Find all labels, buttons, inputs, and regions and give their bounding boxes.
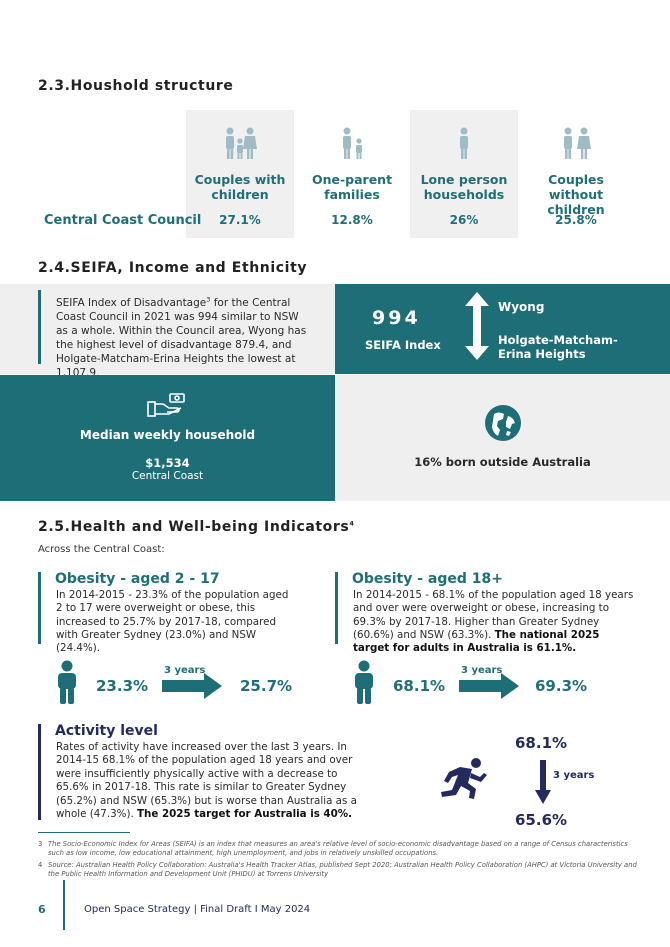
obesity-adult-title: Obesity - aged 18+ — [352, 571, 503, 587]
seifa-heading: 2.4.SEIFA, Income and Ethnicity — [38, 260, 308, 276]
born-overseas-stat: 16% born outside Australia — [414, 455, 591, 469]
income-value: $1,534 — [145, 456, 190, 470]
runner-icon — [440, 757, 488, 805]
obesity-adult-period: 3 years — [461, 665, 503, 676]
seifa-text-part2: for the Central Coast Council in 2021 wa… — [56, 297, 307, 379]
label-line: Lone person — [420, 172, 508, 187]
family-icon — [186, 110, 294, 160]
seifa-index-panel — [335, 284, 670, 374]
household-label: One-parent families — [298, 172, 406, 202]
health-heading-text: 2.5.Health and Well-being Indicators — [38, 519, 350, 535]
label-line: children — [547, 202, 605, 217]
seifa-lowest-area: Holgate-Matcham-Erina Heights — [498, 333, 618, 361]
footnote-text: The Socio-Economic Index for Areas (SEIF… — [48, 840, 628, 857]
income-area: Central Coast — [131, 470, 204, 482]
obesity-adult-text-body: In 2014-2015 - 68.1% of the population a… — [353, 589, 634, 641]
footnote-mark: 4 — [349, 519, 355, 528]
obesity-adult-target: The national 2025 target for adults in A… — [353, 628, 600, 655]
footer-divider — [63, 880, 65, 930]
income-label: Median weekly household — [79, 428, 256, 442]
seifa-text-panel — [0, 284, 335, 374]
down-arrow-icon — [535, 760, 551, 808]
household-column-lone-person: Lone person households 26% — [410, 110, 518, 238]
obesity-child-accent-bar — [38, 572, 41, 644]
household-row-label: Central Coast Council — [44, 213, 202, 228]
obesity-child-to: 25.7% — [240, 677, 293, 695]
label-line: families — [324, 187, 380, 202]
footnote-3: 3 The Socio-Economic Index for Areas (SEI… — [38, 840, 638, 858]
obesity-child-period: 3 years — [164, 665, 206, 676]
activity-to: 65.6% — [515, 811, 568, 829]
globe-icon — [485, 405, 521, 445]
household-label: Couples with children — [186, 172, 294, 202]
footnote-text: Source: Australian Health Policy Collabo… — [48, 861, 637, 878]
obesity-child-from: 23.3% — [96, 677, 149, 695]
page-number: 6 — [38, 903, 46, 916]
seifa-index-value: 994 — [372, 307, 421, 329]
footnote-mark: 4 — [38, 861, 43, 869]
health-intro: Across the Central Coast: — [38, 544, 165, 555]
household-value: 27.1% — [219, 213, 261, 227]
household-column-one-parent: One-parent families 12.8% — [298, 110, 406, 238]
label-line: One-parent — [311, 172, 393, 187]
household-value: 25.8% — [555, 213, 597, 227]
obesity-child-title: Obesity - aged 2 - 17 — [55, 571, 220, 587]
right-arrow-icon — [162, 673, 222, 703]
household-value: 12.8% — [331, 213, 373, 227]
obesity-adult-from: 68.1% — [393, 677, 446, 695]
label-line: children — [211, 187, 269, 202]
household-column-couples-no-children: Couples without children 25.8% — [522, 110, 630, 238]
label-line: Couples with — [194, 172, 286, 187]
footnote-4: 4 Source: Australian Health Policy Collab… — [38, 861, 638, 879]
obesity-adult-to: 69.3% — [535, 677, 588, 695]
couple-icon — [522, 110, 630, 160]
health-heading: 2.5.Health and Well-being Indicators4 — [38, 519, 354, 535]
label-line: Couples without — [548, 172, 604, 202]
footer-title: Open Space Strategy | Final Draft I May … — [84, 904, 311, 915]
household-label: Couples without children — [522, 172, 630, 217]
seifa-index-label: SEIFA Index — [365, 338, 441, 352]
obesity-adult-accent-bar — [335, 572, 338, 644]
seifa-description: SEIFA Index of Disadvantage3 for the Cen… — [56, 296, 312, 380]
parent-child-icon — [298, 110, 406, 160]
household-value: 26% — [449, 213, 479, 227]
household-label: Lone person households — [410, 172, 518, 202]
household-column-couples-children: Couples with children 27.1% — [186, 110, 294, 238]
footnote-divider — [38, 832, 130, 833]
seifa-text-part1: SEIFA Index of Disadvantage — [56, 297, 207, 309]
label-line: households — [423, 187, 505, 202]
obesity-adult-text: In 2014-2015 - 68.1% of the population a… — [353, 589, 638, 655]
up-down-arrow-icon — [465, 292, 489, 364]
right-arrow-icon — [459, 673, 519, 703]
activity-target: The 2025 target for Australia is 40%. — [137, 808, 352, 821]
activity-text-body: Rates of activity have increased over th… — [56, 741, 357, 821]
activity-period: 3 years — [553, 770, 595, 781]
activity-title: Activity level — [55, 723, 158, 739]
footnote-mark: 3 — [206, 295, 211, 304]
activity-from: 68.1% — [515, 734, 568, 752]
income-panel — [0, 375, 335, 501]
obesity-child-text: In 2014-2015 - 23.3% of the population a… — [56, 589, 289, 655]
activity-accent-bar — [38, 724, 41, 820]
activity-text: Rates of activity have increased over th… — [56, 741, 361, 821]
seifa-highest-area: Wyong — [498, 300, 545, 314]
household-heading: 2.3.Houshold structure — [38, 78, 234, 94]
seifa-accent-bar — [38, 290, 41, 364]
hand-money-icon — [147, 392, 187, 424]
footnote-mark: 3 — [38, 840, 43, 848]
person-icon — [410, 110, 518, 160]
person-icon — [55, 660, 79, 708]
person-icon — [352, 660, 376, 708]
